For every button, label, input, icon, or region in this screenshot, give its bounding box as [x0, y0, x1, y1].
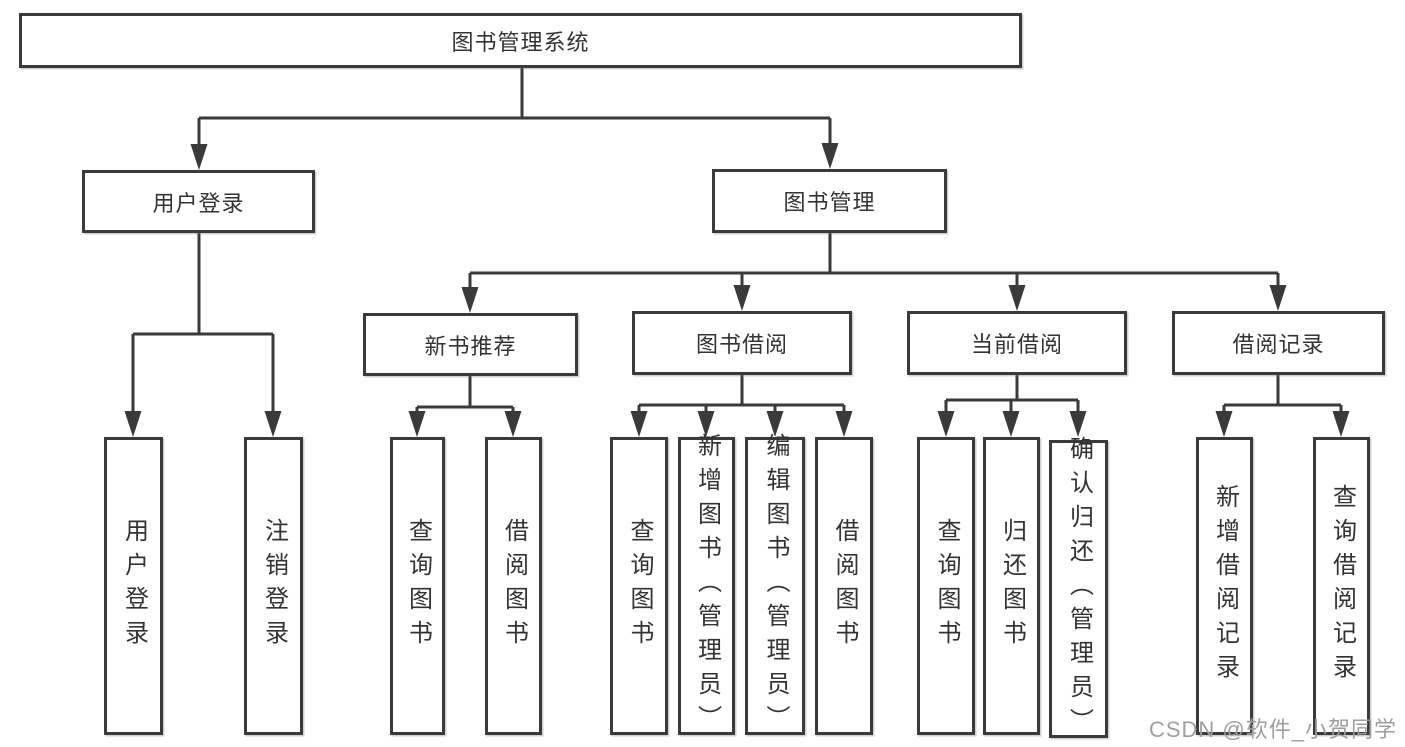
leaf-records-query-record: 查询借阅记录	[1313, 437, 1370, 735]
leaf-label: 注销登录	[260, 518, 288, 654]
node-user-login: 用户登录	[82, 170, 315, 233]
leaf-borrow-borrow-books: 借阅图书	[815, 437, 873, 735]
leaf-current-confirm-return-admin: 确认归还（管理员）	[1049, 436, 1108, 742]
leaf-current-return-books: 归还图书	[983, 437, 1040, 735]
leaf-label: 确认归还（管理员）	[1065, 436, 1093, 742]
leaf-recommend-borrow-books: 借阅图书	[485, 437, 542, 735]
leaf-label: 编辑图书（管理员）	[762, 433, 789, 739]
leaf-records-add-record: 新增借阅记录	[1196, 437, 1253, 735]
leaf-user-login: 用户登录	[104, 437, 163, 735]
csdn-watermark: CSDN @软件_小贺同学	[1148, 717, 1397, 742]
node-current-borrow: 当前借阅	[907, 311, 1127, 375]
node-new-book-recommend: 新书推荐	[363, 313, 578, 376]
leaf-current-query-books: 查询图书	[917, 437, 975, 735]
leaf-label: 查询借阅记录	[1328, 484, 1356, 688]
leaf-label: 新增借阅记录	[1211, 484, 1239, 688]
leaf-borrow-edit-books-admin: 编辑图书（管理员）	[745, 433, 805, 739]
leaf-label: 查询图书	[626, 518, 653, 654]
node-root-system: 图书管理系统	[19, 13, 1022, 68]
leaf-label: 借阅图书	[500, 518, 528, 654]
node-borrow-records: 借阅记录	[1172, 311, 1385, 375]
node-book-borrow: 图书借阅	[632, 311, 852, 375]
leaf-recommend-query-books: 查询图书	[390, 437, 445, 735]
leaf-label: 新增图书（管理员）	[693, 433, 721, 739]
node-book-management: 图书管理	[712, 169, 947, 233]
leaf-label: 归还图书	[998, 518, 1026, 654]
leaf-logout-login: 注销登录	[244, 437, 303, 735]
leaf-label: 用户登录	[120, 518, 148, 654]
leaf-borrow-add-books-admin: 新增图书（管理员）	[678, 433, 735, 739]
leaf-label: 查询图书	[933, 518, 960, 654]
leaf-borrow-query-books: 查询图书	[610, 437, 668, 735]
leaf-label: 查询图书	[404, 518, 432, 654]
leaf-label: 借阅图书	[831, 518, 858, 654]
